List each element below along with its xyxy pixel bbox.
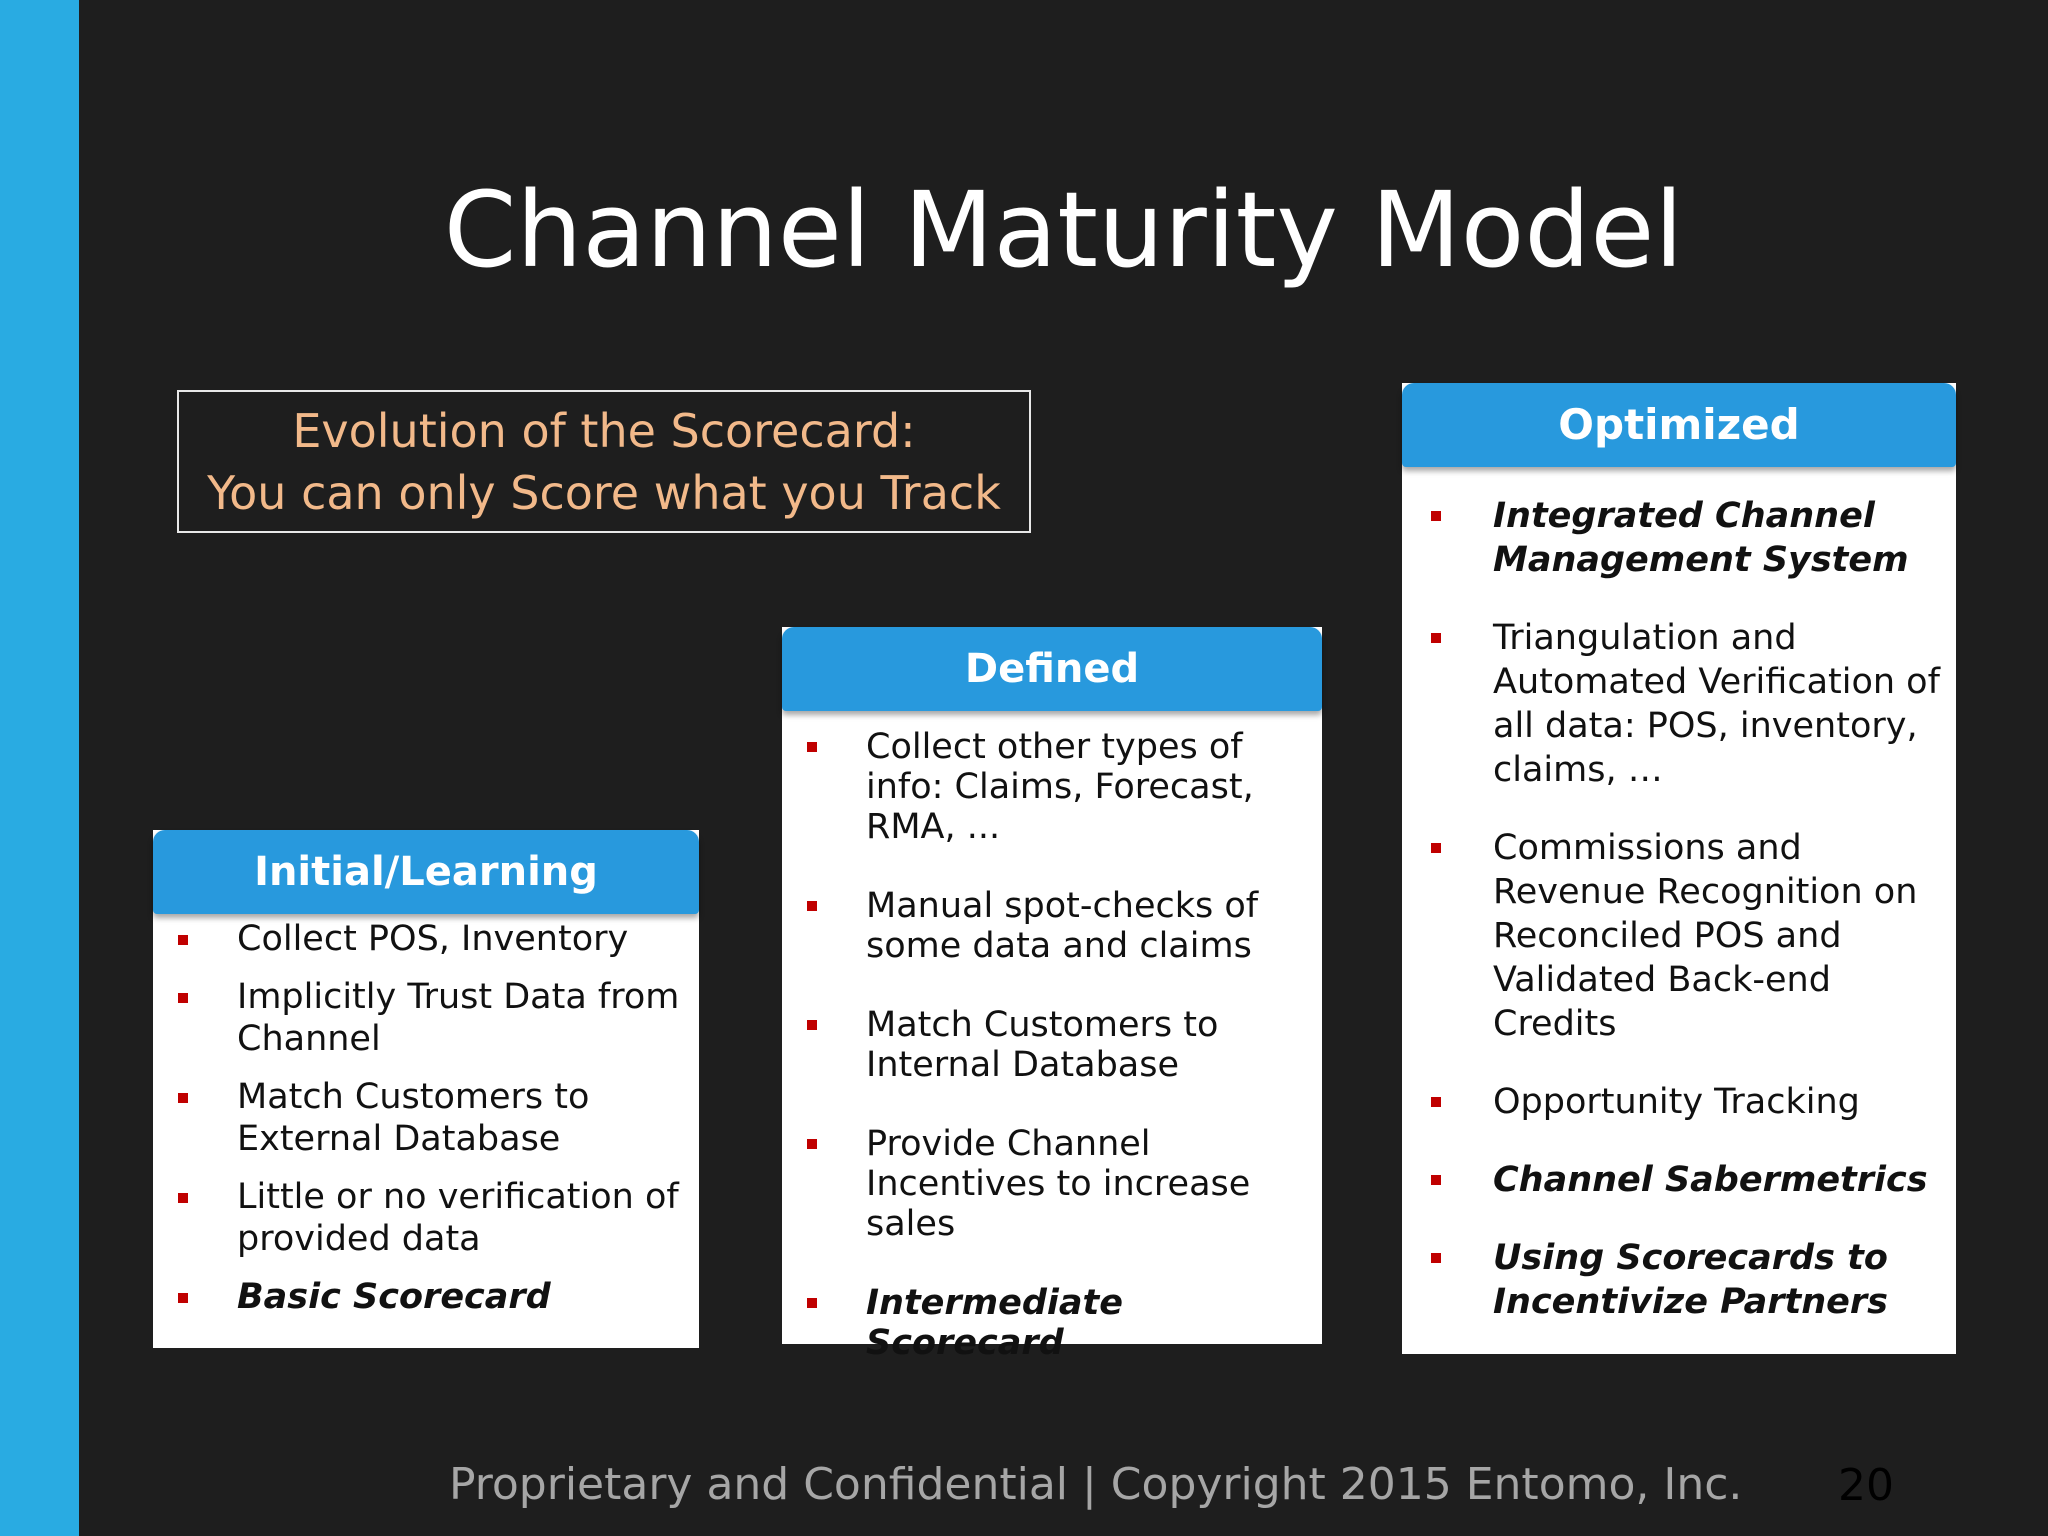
card-heading: Optimized <box>1402 383 1956 467</box>
list-item-text: Integrated Channel Management System <box>1493 496 1909 580</box>
list-item: Match Customers to Internal Database <box>782 1005 1322 1085</box>
list-item-text: Intermediate Scorecard <box>866 1283 1124 1363</box>
card-heading: Defined <box>782 627 1322 711</box>
card-item-list: Collect POS, Inventory Implicitly Trust … <box>153 918 699 1334</box>
list-item: Manual spot-checks of some data and clai… <box>782 886 1322 966</box>
square-bullet-icon <box>807 1298 817 1308</box>
subtitle-line-1: Evolution of the Scorecard: <box>292 404 916 458</box>
list-item: Intermediate Scorecard <box>782 1283 1322 1363</box>
list-item: Collect POS, Inventory <box>153 918 699 960</box>
list-item: Match Customers to External Database <box>153 1076 699 1160</box>
square-bullet-icon <box>1431 511 1441 521</box>
list-item-text: Channel Sabermetrics <box>1493 1160 1928 1200</box>
list-item-text: Basic Scorecard <box>237 1277 551 1317</box>
list-item: Implicitly Trust Data from Channel <box>153 976 699 1060</box>
list-item: Collect other types of info: Claims, For… <box>782 727 1322 847</box>
list-item-text: Triangulation and Automated Verification… <box>1493 618 1940 790</box>
square-bullet-icon <box>178 993 188 1003</box>
card-optimized: Optimized Integrated Channel Management … <box>1402 383 1956 1354</box>
list-item-text: Match Customers to External Database <box>237 1077 590 1159</box>
square-bullet-icon <box>1431 633 1441 643</box>
card-item-list: Collect other types of info: Claims, For… <box>782 727 1322 1402</box>
list-item-text: Commissions and Revenue Recognition on R… <box>1493 828 1918 1044</box>
square-bullet-icon <box>178 1093 188 1103</box>
square-bullet-icon <box>807 1020 817 1030</box>
slide-title: Channel Maturity Model <box>443 169 1684 291</box>
list-item: Triangulation and Automated Verification… <box>1402 616 1956 792</box>
list-item: Commissions and Revenue Recognition on R… <box>1402 826 1956 1046</box>
list-item: Using Scorecards to Incentivize Partners <box>1402 1236 1956 1324</box>
accent-bar <box>0 0 79 1536</box>
page-number: 20 <box>1838 1460 1894 1511</box>
square-bullet-icon <box>807 901 817 911</box>
list-item: Integrated Channel Management System <box>1402 494 1956 582</box>
square-bullet-icon <box>1431 843 1441 853</box>
square-bullet-icon <box>1431 1175 1441 1185</box>
list-item: Little or no verification of provided da… <box>153 1176 699 1260</box>
list-item: Channel Sabermetrics <box>1402 1158 1956 1202</box>
square-bullet-icon <box>178 1293 188 1303</box>
list-item-text: Collect other types of info: Claims, For… <box>866 727 1254 847</box>
list-item-text: Implicitly Trust Data from Channel <box>237 977 680 1059</box>
square-bullet-icon <box>807 742 817 752</box>
footer-copyright: Proprietary and Confidential | Copyright… <box>449 1459 1743 1510</box>
square-bullet-icon <box>1431 1253 1441 1263</box>
card-heading: Initial/Learning <box>153 830 699 914</box>
square-bullet-icon <box>1431 1097 1441 1107</box>
square-bullet-icon <box>178 935 188 945</box>
card-item-list: Integrated Channel Management System Tri… <box>1402 494 1956 1358</box>
list-item-text: Provide Channel Incentives to increase s… <box>866 1124 1251 1244</box>
square-bullet-icon <box>178 1193 188 1203</box>
list-item-text: Match Customers to Internal Database <box>866 1005 1219 1085</box>
list-item: Provide Channel Incentives to increase s… <box>782 1124 1322 1244</box>
subtitle-box: Evolution of the Scorecard: You can only… <box>177 390 1031 533</box>
card-initial-learning: Initial/Learning Collect POS, Inventory … <box>153 830 699 1348</box>
subtitle-line-2: You can only Score what you Track <box>207 466 1001 520</box>
list-item-text: Collect POS, Inventory <box>237 919 629 959</box>
list-item-text: Opportunity Tracking <box>1493 1082 1860 1122</box>
square-bullet-icon <box>807 1139 817 1149</box>
list-item-text: Manual spot-checks of some data and clai… <box>866 886 1259 966</box>
list-item: Basic Scorecard <box>153 1276 699 1318</box>
list-item: Opportunity Tracking <box>1402 1080 1956 1124</box>
list-item-text: Using Scorecards to Incentivize Partners <box>1493 1238 1888 1322</box>
list-item-text: Little or no verification of provided da… <box>237 1177 679 1259</box>
card-defined: Defined Collect other types of info: Cla… <box>782 627 1322 1363</box>
